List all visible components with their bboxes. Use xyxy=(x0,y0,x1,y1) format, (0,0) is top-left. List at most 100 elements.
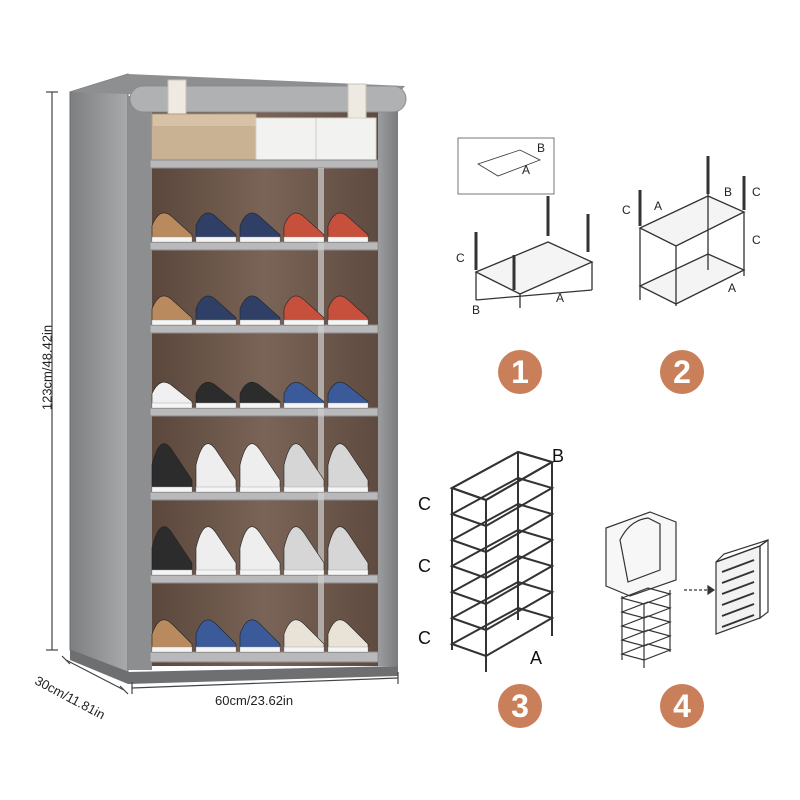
shelf-tier xyxy=(449,580,555,632)
step-2-label: B xyxy=(724,185,732,199)
shoe xyxy=(151,526,193,576)
step-3-badge: 3 xyxy=(498,684,542,728)
shoe xyxy=(151,443,193,493)
shoe-sole xyxy=(283,319,325,326)
shoe xyxy=(195,619,237,653)
shoe xyxy=(239,443,281,493)
shoe xyxy=(283,381,325,409)
shoe-sole xyxy=(151,646,193,653)
shoe-sole xyxy=(151,236,193,243)
shelf-tier xyxy=(620,587,672,605)
shoe xyxy=(283,212,325,243)
shelf-tier xyxy=(620,601,672,619)
shelf-tier xyxy=(620,615,672,633)
shoe xyxy=(151,295,193,326)
shoe xyxy=(283,526,325,576)
shoe-sole xyxy=(239,402,281,409)
shoe xyxy=(327,526,369,576)
shelf-tier xyxy=(620,629,672,647)
step-3-label: C xyxy=(418,494,431,514)
shoe-sole xyxy=(195,646,237,653)
shoe-sole xyxy=(283,402,325,409)
shelf-tier xyxy=(620,643,672,661)
step-1-label: B xyxy=(472,303,480,317)
shoe-sole xyxy=(239,486,281,493)
assembly-diagrams: B A C B A C A B C C A B C C C A xyxy=(418,137,769,672)
height-label: 123cm/48.42in xyxy=(39,324,55,411)
shoe xyxy=(239,526,281,576)
shoe xyxy=(151,381,193,409)
shoe xyxy=(239,295,281,326)
width-label: 60cm/23.62in xyxy=(215,693,294,708)
step-1-label: A xyxy=(522,163,530,177)
shoe xyxy=(327,381,369,409)
shelf-tier xyxy=(449,528,555,580)
shoe-sole xyxy=(195,402,237,409)
shoe-sole xyxy=(239,646,281,653)
shoe-sole xyxy=(239,236,281,243)
shoe-sole xyxy=(195,569,237,576)
shelf-tier xyxy=(449,450,555,502)
shelf-tier xyxy=(449,502,555,554)
shoe-sole xyxy=(327,402,369,409)
shoe xyxy=(327,212,369,243)
shoe xyxy=(283,443,325,493)
shoe xyxy=(239,619,281,653)
shoes-group xyxy=(151,212,369,653)
shoe xyxy=(283,295,325,326)
step-1-label: A xyxy=(556,291,564,305)
shoe-sole xyxy=(151,319,193,326)
shoe xyxy=(327,295,369,326)
step-1-label: B xyxy=(537,141,545,155)
shelf-tier xyxy=(721,603,755,617)
shoe xyxy=(151,619,193,653)
step-3-label: C xyxy=(418,628,431,648)
step-2-label: A xyxy=(654,199,662,213)
shelf-tier xyxy=(449,606,555,658)
shelf-tier xyxy=(449,554,555,606)
shoe xyxy=(327,619,369,653)
shoe-sole xyxy=(151,569,193,576)
rack-left-panel xyxy=(69,73,129,673)
shoe xyxy=(151,212,193,243)
step-2-label: C xyxy=(752,185,761,199)
shoe xyxy=(239,381,281,409)
step-2-diagram xyxy=(638,156,746,306)
step-2-label: C xyxy=(622,203,631,217)
step-3-label: B xyxy=(552,446,564,466)
shoe xyxy=(195,295,237,326)
step-3-diagram xyxy=(449,450,555,672)
width-dimension-line xyxy=(131,677,399,689)
shoe xyxy=(239,212,281,243)
shelf-tier xyxy=(449,476,555,528)
shoe-sole xyxy=(327,646,369,653)
depth-dimension-line xyxy=(65,659,125,691)
shoe-sole xyxy=(239,319,281,326)
step-4-badge: 4 xyxy=(660,684,704,728)
shoe-sole xyxy=(327,319,369,326)
shoe-sole xyxy=(195,319,237,326)
shoe xyxy=(195,443,237,493)
shoe xyxy=(283,619,325,653)
shelf-tier xyxy=(721,570,755,584)
step-2-label: C xyxy=(752,233,761,247)
shoe xyxy=(327,443,369,493)
step-1-diagram xyxy=(457,137,594,308)
shoe-sole xyxy=(283,236,325,243)
shelf-tier xyxy=(721,559,755,573)
step-1-label: C xyxy=(456,251,465,265)
step-4-diagram xyxy=(605,511,769,668)
shelf-tier xyxy=(721,581,755,595)
rolled-cover xyxy=(129,85,407,113)
step-3-label: C xyxy=(418,556,431,576)
shoe-sole xyxy=(283,486,325,493)
step-2-badge: 2 xyxy=(660,350,704,394)
shoe-sole xyxy=(283,646,325,653)
shoe xyxy=(195,381,237,409)
shoe-sole xyxy=(151,402,193,409)
shoe-sole xyxy=(195,236,237,243)
shelf-tier xyxy=(721,614,755,628)
shoe xyxy=(195,212,237,243)
shoe-sole xyxy=(283,569,325,576)
